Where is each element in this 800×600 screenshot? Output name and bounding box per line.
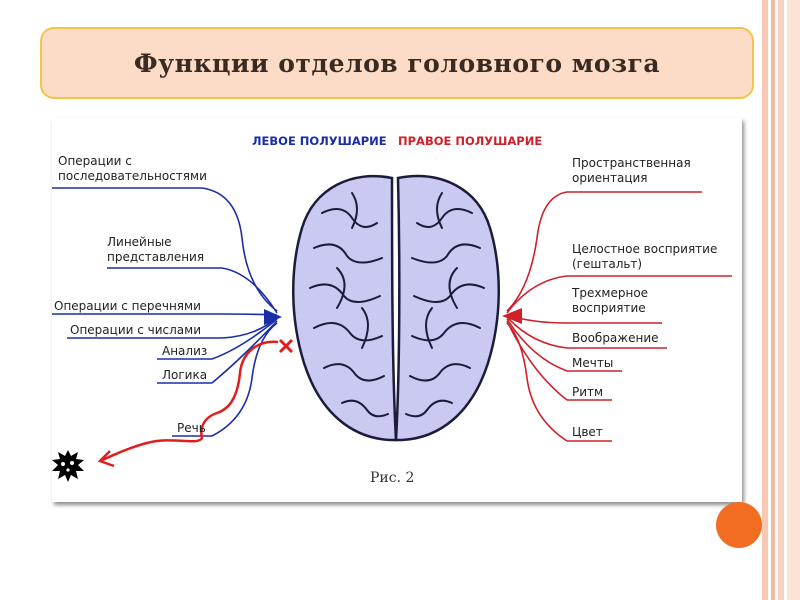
right-branch: [506, 316, 568, 349]
decorative-circle: [716, 502, 762, 548]
left-arrowhead: [264, 309, 282, 325]
annotation-arrow: [97, 338, 294, 468]
diagram-lines: [52, 174, 732, 468]
brain-illustration: [292, 174, 500, 442]
left-function-label: Линейные представления: [107, 235, 205, 264]
right-function-label: Трехмерное восприятие: [572, 286, 649, 315]
right-branch: [506, 322, 568, 442]
figure-caption: Рис. 2: [370, 470, 415, 486]
right-function-label: Мечты: [572, 356, 614, 370]
left-hemisphere-header: ЛЕВОЕ ПОЛУШАРИЕ: [252, 134, 387, 148]
right-hemisphere-header: ПРАВОЕ ПОЛУШАРИЕ: [398, 134, 543, 148]
right-function-label: Цвет: [572, 425, 603, 439]
right-function-label: Ритм: [572, 385, 604, 399]
left-function-label: Анализ: [162, 344, 208, 358]
ink-blot-icon: [52, 450, 84, 482]
right-function-label: Целостное восприятие (гештальт): [572, 242, 718, 271]
annotation-arrowhead: [97, 450, 115, 468]
left-function-label: Логика: [162, 368, 208, 382]
decorative-stripe: [787, 0, 800, 600]
left-branch: [211, 322, 278, 437]
decorative-stripe: [762, 0, 768, 600]
left-branch: [221, 267, 278, 314]
slide-title: Функции отделов головного мозга: [133, 48, 661, 78]
left-connector-lines: [52, 187, 278, 437]
right-arrowhead: [502, 308, 522, 324]
left-function-label: Операции с числами: [70, 323, 201, 337]
right-function-label: Воображение: [572, 331, 659, 345]
right-connector-lines: [506, 191, 732, 442]
right-branch: [506, 191, 568, 312]
left-function-label: Операции с последовательностями: [58, 154, 207, 183]
right-branch: [506, 275, 568, 314]
left-function-label: Операции с перечнями: [54, 299, 201, 313]
left-hemisphere: [292, 174, 398, 442]
left-branch: [211, 318, 278, 360]
left-branch: [201, 187, 278, 312]
right-branch: [506, 318, 568, 372]
title-banner: Функции отделов головного мозга: [40, 27, 754, 99]
left-function-label: Речь: [177, 421, 206, 435]
annotation-x-mark: [278, 338, 294, 354]
right-hemisphere: [394, 174, 500, 442]
decorative-stripe: [778, 0, 784, 600]
left-branch: [211, 320, 278, 384]
right-function-label: Пространственная ориентация: [572, 156, 691, 185]
right-branch: [506, 320, 568, 401]
decorative-stripe: [771, 0, 775, 600]
brain-figure: ЛЕВОЕ ПОЛУШАРИЕ ПРАВОЕ ПОЛУШАРИЕ Операци…: [52, 118, 742, 502]
annotation-curve: [101, 340, 279, 462]
